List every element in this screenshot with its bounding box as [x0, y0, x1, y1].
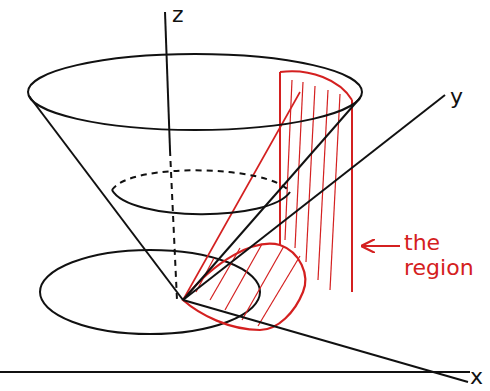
cone — [28, 54, 362, 300]
axis-label: x — [470, 364, 483, 389]
axis-label: y — [450, 84, 463, 109]
base-line — [0, 371, 470, 373]
region-note: the region — [404, 230, 480, 281]
pointer-arrow — [364, 245, 400, 247]
region-shading — [183, 71, 352, 330]
floor-ellipse — [40, 250, 260, 334]
axis-label: z — [172, 2, 184, 27]
axes — [165, 12, 468, 382]
